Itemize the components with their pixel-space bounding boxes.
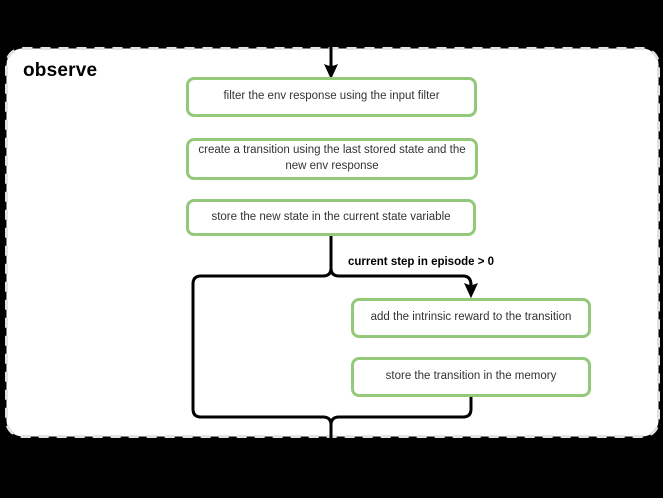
node-label: store the transition in the memory: [385, 370, 557, 383]
condition-branch-line: [329, 267, 473, 286]
group-title: observe: [23, 60, 98, 81]
entry-arrowhead-icon: [323, 63, 339, 80]
node-store-new-state: store the new state in the current state…: [186, 199, 476, 236]
node-filter-env-response: filter the env response using the input …: [186, 77, 477, 117]
node-create-transition: create a transition using the last store…: [186, 138, 478, 180]
bypass-connector-line: [191, 236, 333, 460]
condition-label: current step in episode > 0: [348, 256, 495, 268]
node-label: filter the env response using the input …: [223, 90, 440, 103]
node-store-transition: store the transition in the memory: [351, 357, 591, 397]
node-label: add the intrinsic reward to the transiti…: [370, 311, 572, 324]
node-add-intrinsic-reward: add the intrinsic reward to the transiti…: [351, 298, 591, 338]
node-label: store the new state in the current state…: [211, 210, 451, 223]
merge-connector-line: [329, 397, 473, 426]
node-label: create a transition using the last store…: [198, 144, 466, 172]
condition-arrowhead-icon: [463, 282, 479, 299]
